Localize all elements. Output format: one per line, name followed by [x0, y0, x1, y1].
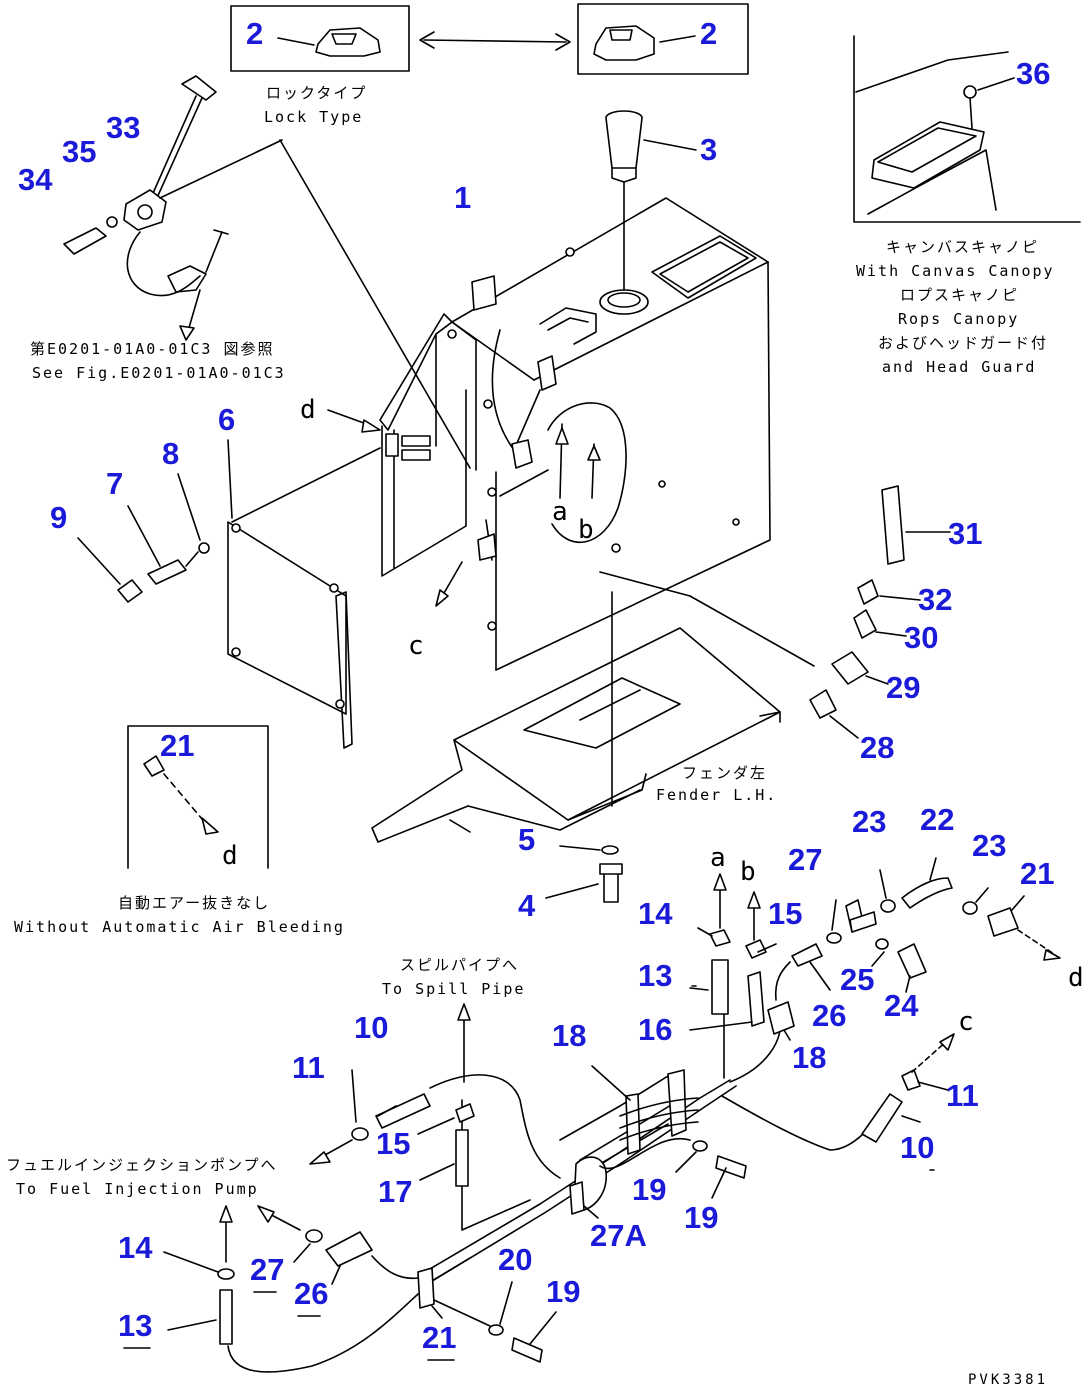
- label-p27b: 27: [250, 1252, 284, 1287]
- label-p12a: 13: [638, 958, 672, 993]
- note-fender-jp: フェンダ左: [682, 764, 767, 782]
- notes: ロックタイプ Lock Type キャンバスキャノピ With Canvas C…: [6, 84, 1055, 1388]
- label-p4: 4: [518, 888, 536, 923]
- label-p29: 29: [886, 670, 920, 705]
- connection-letters: d a b c d a b c d: [222, 395, 1084, 1037]
- label-p28: 28: [860, 730, 894, 765]
- letter-c-main: c: [408, 631, 424, 661]
- filler-pipe-3: [605, 110, 697, 291]
- main-arrows: [179, 289, 549, 607]
- label-p23a: 23: [852, 804, 886, 839]
- label-p2a: 2: [246, 16, 263, 51]
- label-p18b: 19: [546, 1274, 580, 1309]
- note-fuel-en: To Fuel Injection Pump: [16, 1180, 259, 1198]
- note-rops-jp: ロプスキャノピ: [900, 286, 1019, 304]
- label-p22: 22: [920, 802, 954, 837]
- label-p10a: 10: [354, 1010, 388, 1045]
- note-canvas-en: With Canvas Canopy: [856, 262, 1055, 280]
- label-p25: 25: [840, 962, 874, 997]
- side-panel-6: [227, 439, 381, 749]
- label-p15a: 15: [768, 896, 802, 931]
- label-p3: 3: [700, 132, 717, 167]
- label-p20: 21: [422, 1320, 456, 1355]
- label-p27A: 27A: [590, 1218, 647, 1253]
- note-canvas-jp: キャンバスキャノピ: [886, 238, 1039, 256]
- label-p18a: 19: [684, 1200, 718, 1235]
- label-p33: 33: [106, 110, 140, 145]
- label-p21a: 21: [160, 728, 194, 763]
- note-lock-type-jp: ロックタイプ: [266, 84, 367, 102]
- interchange-arrow: [419, 31, 571, 51]
- label-p9: 9: [50, 500, 67, 535]
- label-p11b: 11: [946, 1078, 979, 1113]
- canopy-inset: [853, 35, 1081, 223]
- note-without-en: Without Automatic Air Bleeding: [14, 918, 345, 936]
- note-rops-en: Rops Canopy: [898, 310, 1019, 328]
- label-p36: 36: [1016, 56, 1050, 91]
- figure-code: PVK3381: [968, 1372, 1048, 1388]
- note-spill-jp: スピルパイプへ: [400, 956, 519, 974]
- letter-b-main: b: [578, 515, 594, 545]
- letter-d-main: d: [300, 395, 316, 425]
- label-p11a: 11: [292, 1050, 325, 1085]
- letter-a-pipe: a: [710, 843, 726, 873]
- label-p2b: 2: [700, 16, 717, 51]
- fuel-tank: [279, 139, 771, 671]
- label-p14b: 17: [378, 1174, 412, 1209]
- label-p12b: 13: [118, 1308, 152, 1343]
- cap-standard-inset: [577, 3, 749, 75]
- note-spill-en: To Spill Pipe: [382, 980, 525, 998]
- label-p35: 35: [62, 134, 96, 169]
- label-p32: 32: [918, 582, 952, 617]
- label-p10b: 10: [900, 1130, 934, 1165]
- fender-lh: [371, 571, 815, 843]
- bolt-set-7-8-9: [77, 473, 210, 603]
- note-head-guard-en: and Head Guard: [882, 358, 1036, 376]
- note-lock-type-en: Lock Type: [264, 108, 363, 126]
- cap-lock-type-inset: [230, 5, 410, 72]
- label-p5: 5: [518, 822, 535, 857]
- pipe-system: [123, 857, 1061, 1373]
- label-p6: 6: [218, 402, 235, 437]
- label-p23b: 23: [972, 828, 1006, 863]
- letter-d-inset: d: [222, 841, 238, 871]
- label-p19b: 20: [498, 1242, 532, 1277]
- note-see-fig-jp: 第E0201-01A0-01C3 図参照: [30, 340, 275, 358]
- label-p16: 18: [792, 1040, 826, 1075]
- label-p14a: 16: [638, 1012, 672, 1047]
- fittings-28-32: [809, 485, 951, 739]
- note-head-guard-jp: およびヘッドガード付: [878, 334, 1048, 352]
- letter-a-main: a: [552, 497, 568, 527]
- letter-b-pipe: b: [740, 857, 756, 887]
- label-p15b: 15: [376, 1126, 410, 1161]
- label-p13a: 14: [638, 896, 673, 931]
- label-p30: 30: [904, 620, 938, 655]
- label-p27a: 27: [788, 842, 822, 877]
- letter-c-pipe: c: [958, 1007, 974, 1037]
- label-p26b: 26: [294, 1276, 328, 1311]
- note-without-jp: 自動エアー抜きなし: [118, 894, 270, 912]
- part-labels: 2 2 3 1 33 35 34 36 6 8 7 9 31 32 30 29 …: [18, 16, 1054, 1355]
- label-p17: 18: [552, 1018, 586, 1053]
- bolt-4-washer-5: [545, 845, 623, 903]
- note-fuel-jp: フュエルインジェクションポンプへ: [6, 1156, 278, 1174]
- label-p7: 7: [106, 466, 123, 501]
- lever-assembly: [63, 75, 283, 297]
- note-fender-en: Fender L.H.: [656, 786, 777, 804]
- without-air-bleeding-inset: [127, 725, 269, 869]
- label-p34: 34: [18, 162, 53, 197]
- note-see-fig-en: See Fig.E0201-01A0-01C3: [32, 364, 286, 382]
- letter-d-pipe: d: [1068, 963, 1084, 993]
- label-p24: 24: [884, 988, 919, 1023]
- label-p21b: 21: [1020, 856, 1054, 891]
- label-p19a: 19: [632, 1172, 666, 1207]
- label-p1: 1: [454, 180, 471, 215]
- label-p26a: 26: [812, 998, 846, 1033]
- label-p13b: 14: [118, 1230, 153, 1265]
- label-p8: 8: [162, 436, 179, 471]
- label-p31: 31: [948, 516, 982, 551]
